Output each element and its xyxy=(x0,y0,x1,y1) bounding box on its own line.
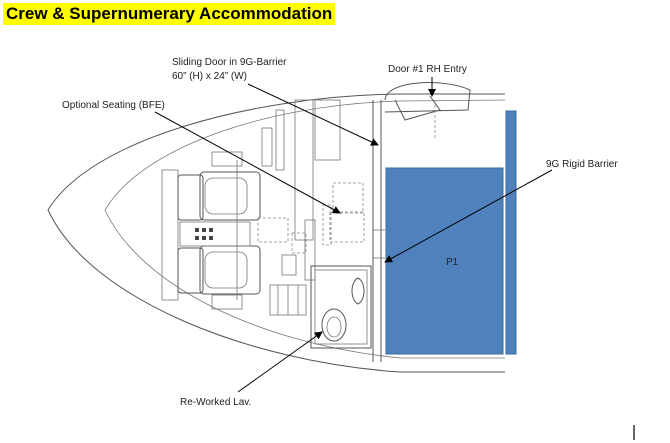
lav-label: Re-Worked Lav. xyxy=(180,397,251,408)
toilet-icon xyxy=(321,308,347,342)
rigid-barrier-arrow xyxy=(384,169,553,263)
lav-arrow xyxy=(237,331,323,393)
optional-seating-label: Optional Seating (BFE) xyxy=(62,100,165,111)
sink-icon xyxy=(351,277,365,305)
door-outline xyxy=(384,82,471,113)
sliding-door-label-line1: Sliding Door in 9G-Barrier xyxy=(172,57,287,68)
fuselage-inner-outline xyxy=(104,99,506,359)
optional-seating xyxy=(322,182,365,246)
rigid-barrier xyxy=(505,110,517,355)
fuselage-outline xyxy=(47,93,505,373)
cockpit-seats xyxy=(161,151,261,310)
page-title: Crew & Supernumerary Accommodation xyxy=(3,3,336,25)
optional-seating-arrow xyxy=(154,111,341,214)
p1-label: P1 xyxy=(446,257,459,268)
cabin-structures xyxy=(257,99,341,316)
sliding-door-arrow xyxy=(247,83,379,146)
sliding-door-label-line2: 60” (H) x 24” (W) xyxy=(172,71,247,82)
p1-block xyxy=(385,167,504,355)
door-handle xyxy=(394,95,441,121)
door1-label: Door #1 RH Entry xyxy=(388,64,467,75)
rigid-barrier-label: 9G Rigid Barrier xyxy=(546,159,618,170)
lavatory xyxy=(310,265,372,349)
